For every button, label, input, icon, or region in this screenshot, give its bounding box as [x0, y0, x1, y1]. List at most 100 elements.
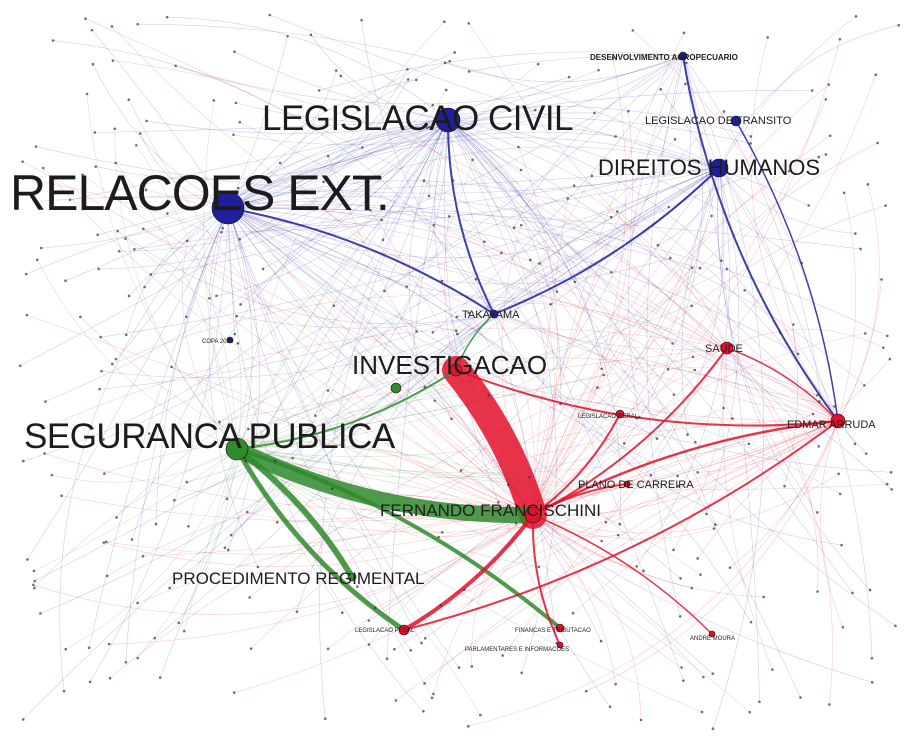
minor-edge	[82, 174, 839, 422]
minor-edge	[532, 333, 866, 516]
minor-edge	[35, 146, 720, 194]
minor-edge	[837, 184, 880, 422]
minor-edge	[532, 514, 692, 589]
minor-edge	[99, 167, 720, 390]
minor-node	[21, 177, 25, 181]
minor-edge	[227, 207, 407, 287]
minor-edge	[423, 180, 839, 422]
minor-edge	[673, 347, 728, 550]
minor-node	[142, 227, 145, 231]
minor-node	[39, 246, 43, 250]
minor-edge	[493, 313, 842, 546]
minor-node	[702, 675, 705, 679]
minor-edge	[92, 64, 229, 209]
minor-node	[35, 258, 39, 262]
minor-node	[479, 713, 482, 717]
minor-edge	[227, 207, 260, 551]
minor-edge	[447, 119, 576, 282]
minor-node	[323, 717, 327, 721]
minor-node	[360, 18, 363, 22]
minor-node	[165, 15, 169, 19]
minor-node	[286, 34, 289, 38]
minor-edge	[718, 24, 899, 169]
minor-edge	[532, 473, 839, 534]
minor-edge	[23, 119, 449, 462]
minor-edge	[236, 159, 473, 450]
minor-nodes-layer	[18, 13, 901, 731]
minor-node	[811, 412, 815, 416]
minor-edge	[88, 207, 229, 648]
minor-node	[635, 565, 639, 568]
minor-node	[451, 179, 455, 182]
minor-node	[466, 725, 470, 728]
minor-node	[668, 256, 672, 260]
minor-edge	[26, 314, 534, 516]
minor-edge	[137, 448, 238, 659]
minor-node	[699, 573, 702, 576]
edge-fernando-andre	[532, 514, 713, 635]
minor-node	[84, 17, 87, 20]
minor-node	[32, 569, 36, 573]
minor-edge	[636, 167, 730, 567]
minor-edge	[227, 79, 417, 209]
minor-edge	[226, 192, 534, 516]
minor-edge	[744, 290, 839, 422]
minor-edge	[43, 167, 534, 516]
main-edges-layer	[227, 55, 840, 646]
label-legislacao-de-transito: LEGISLACAO DE TRANSITO	[645, 115, 792, 127]
minor-node	[854, 15, 858, 18]
minor-edge	[685, 62, 720, 169]
minor-edge	[279, 162, 728, 350]
minor-node	[666, 367, 670, 371]
minor-node	[838, 492, 842, 496]
minor-node	[383, 289, 386, 293]
minor-node	[33, 586, 36, 590]
minor-node	[778, 331, 782, 334]
minor-node	[239, 303, 242, 306]
minor-edge	[447, 90, 813, 121]
minor-node	[430, 696, 434, 700]
minor-node	[700, 710, 704, 714]
minor-node	[710, 214, 713, 218]
minor-node	[141, 554, 145, 558]
minor-edge	[368, 167, 720, 621]
edge-edmar-legislacao_penal	[403, 420, 839, 631]
minor-edge	[236, 156, 820, 450]
minor-edge	[186, 313, 495, 483]
minor-edge	[115, 207, 229, 360]
minor-node	[249, 647, 253, 650]
minor-node	[41, 166, 45, 170]
minor-node	[743, 288, 746, 292]
minor-node	[507, 483, 510, 486]
minor-edge	[117, 230, 495, 325]
node-desenvolvimento	[678, 51, 688, 61]
minor-edge	[65, 207, 229, 281]
minor-node	[817, 445, 821, 448]
minor-node	[631, 29, 635, 32]
minor-edge	[227, 69, 408, 209]
minor-edge	[182, 240, 238, 450]
minor-node	[51, 39, 55, 42]
minor-node	[467, 70, 471, 73]
minor-node	[50, 473, 54, 477]
minor-edge	[646, 55, 684, 617]
minor-node	[622, 442, 626, 445]
minor-node	[275, 520, 279, 524]
minor-node	[454, 329, 458, 333]
minor-node	[110, 25, 114, 28]
minor-node	[474, 277, 478, 281]
minor-node	[616, 533, 620, 537]
minor-node	[232, 691, 236, 694]
minor-node	[173, 498, 176, 502]
minor-edge	[340, 75, 728, 349]
minor-edge	[175, 55, 684, 105]
minor-edge	[532, 267, 693, 516]
minor-node	[690, 266, 694, 269]
minor-node	[420, 641, 423, 645]
minor-edge	[208, 207, 259, 568]
minor-node	[897, 23, 901, 27]
minor-node	[177, 621, 181, 625]
minor-node	[431, 103, 435, 107]
minor-edge	[718, 16, 857, 169]
minor-edge	[167, 55, 684, 214]
